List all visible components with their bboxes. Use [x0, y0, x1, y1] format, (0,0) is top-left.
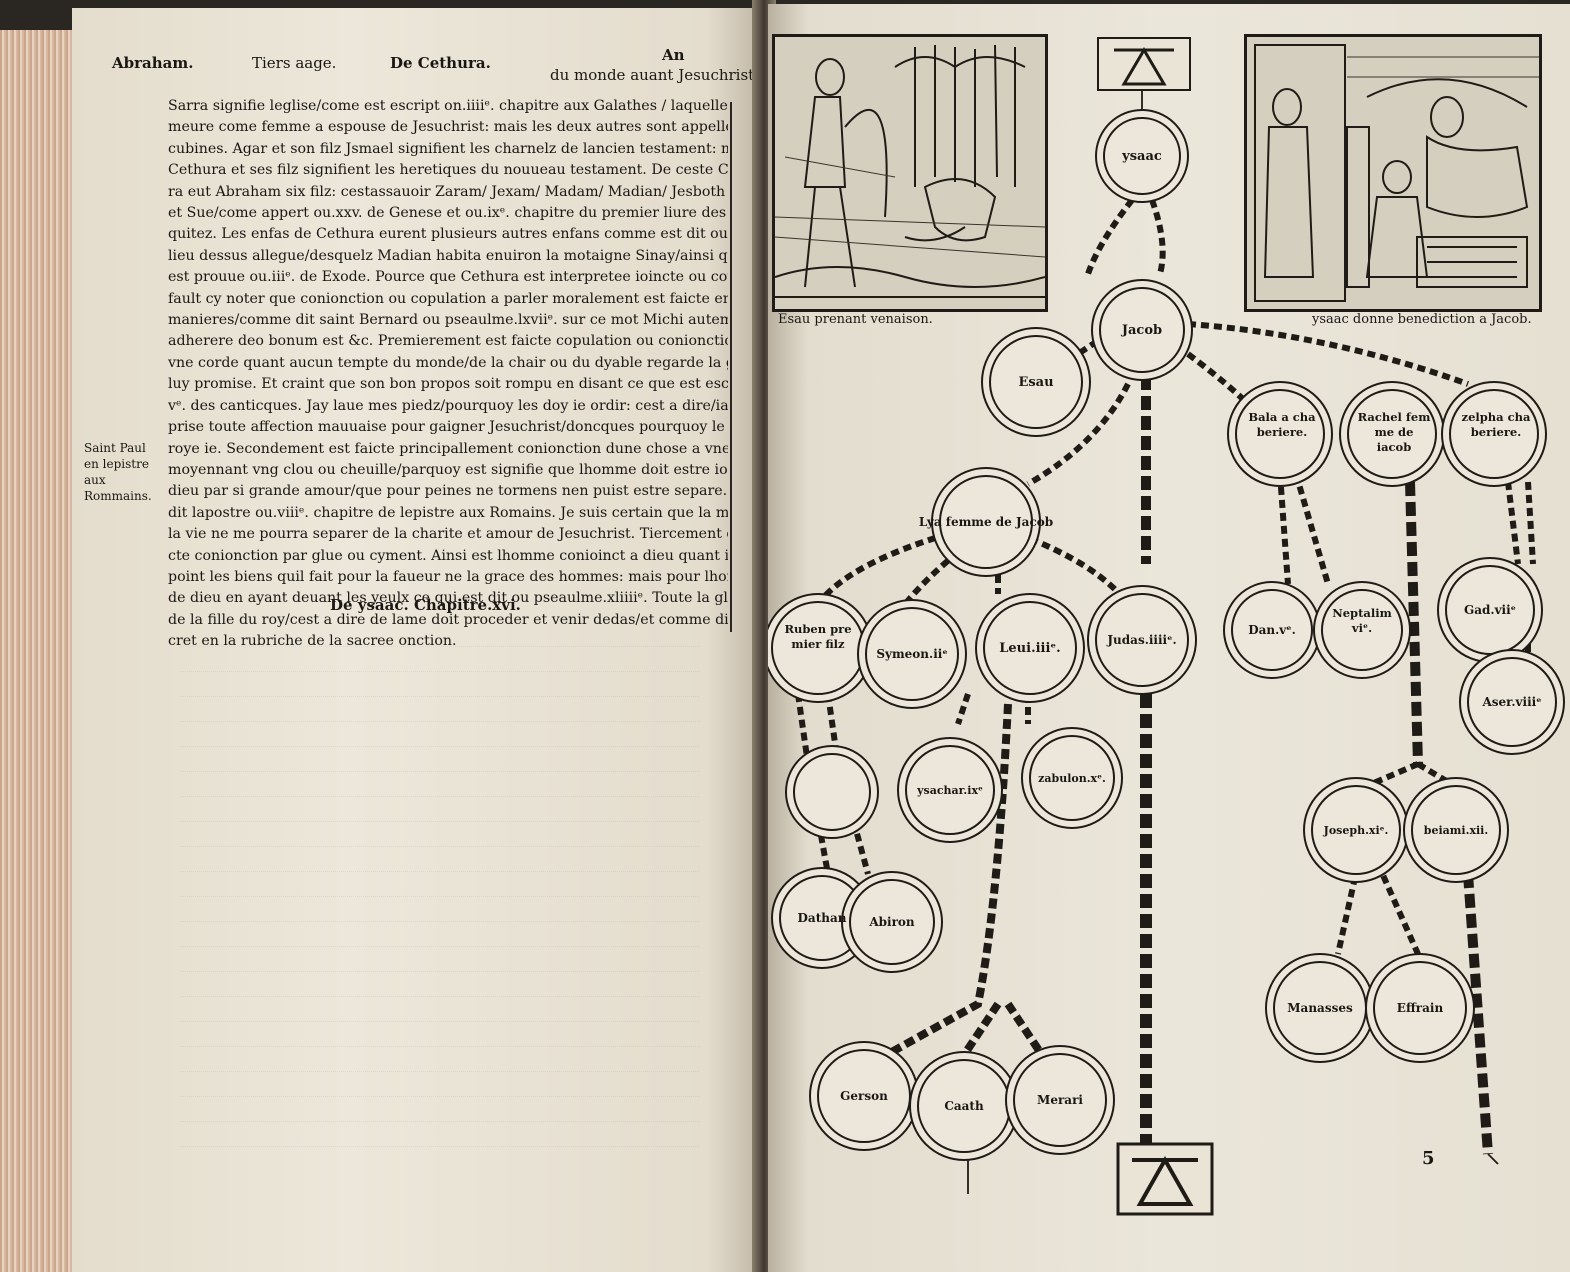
label-leui: Leui.iiiᵉ. — [999, 641, 1060, 656]
label-merari: Merari — [1037, 1093, 1083, 1107]
show-through-text — [180, 628, 700, 1148]
text-line: point les biens quil fait pour la faueur… — [168, 568, 728, 585]
text-line: vᵉ. des canticques. Jay laue mes piedz/p… — [168, 397, 728, 414]
text-line: est prouue ou.iiiᵉ. de Exode. Pource que… — [168, 269, 728, 286]
label-manasses: Manasses — [1287, 1001, 1353, 1015]
top-emblem — [1097, 37, 1191, 91]
text-line: prise toute affection mauuaise pour gaig… — [168, 419, 728, 436]
text-line: cubines. Agar et son filz Jsmael signifi… — [168, 140, 728, 157]
text-line: de dieu en ayant deuant les yeulx ce qui… — [168, 590, 728, 607]
label-bala: Bala a cha beriere. — [1248, 410, 1316, 439]
text-line: quitez. Les enfas de Cethura eurent plus… — [168, 226, 728, 243]
label-ruben: Ruben pre mier filz — [784, 622, 852, 651]
text-line: meure come femme a espouse de Jesuchrist… — [168, 119, 728, 136]
text-line: cret en la rubriche de la sacree onction… — [168, 633, 457, 650]
text-line: lieu dessus allegue/desquelz Madian habi… — [168, 247, 728, 264]
text-line: roye ie. Secondement est faicte principa… — [168, 440, 728, 457]
text-line: manieres/comme dit saint Bernard ou psea… — [168, 312, 728, 329]
label-judas: Judas.iiiiᵉ. — [1106, 633, 1176, 647]
label-neptalim: Neptalim viᵉ. — [1332, 606, 1392, 635]
label-rachel: Rachel fem me de iacob — [1357, 410, 1431, 454]
text-line: vne corde quant aucun tempte du monde/de… — [168, 354, 728, 371]
label-effrain: Effrain — [1397, 1001, 1444, 1015]
label-esau: Esau — [1018, 375, 1053, 390]
label-beniamin: beiami.xii. — [1424, 824, 1488, 837]
label-zabulon: zabulon.xᵉ. — [1038, 772, 1106, 785]
label-gerson: Gerson — [840, 1089, 888, 1103]
label-symeon: Symeon.iiᵉ — [876, 647, 947, 661]
margin-rule — [730, 102, 732, 632]
genealogy-tree: ysaac Jacob Esau Lya femme de Jacob Syme… — [768, 37, 1565, 1216]
running-head-cethura: De Cethura. — [390, 54, 491, 72]
text-line: moyennant vng clou ou cheuille/parquoy e… — [168, 461, 728, 478]
label-jacob: Jacob — [1121, 323, 1162, 338]
text-line: cte conionction par glue ou cyment. Ains… — [168, 547, 728, 564]
label-dan: Dan.vᵉ. — [1248, 623, 1296, 637]
page-edges — [0, 30, 80, 1272]
label-aser: Aser.viiiᵉ — [1481, 695, 1541, 709]
text-line: dit lapostre ou.viiiᵉ. chapitre de lepis… — [168, 504, 728, 521]
text-line: adherere deo bonum est &c. Premierement … — [168, 333, 728, 350]
text-line: luy promise. Et craint que son bon propo… — [168, 376, 728, 393]
label-ysachar: ysachar.ixᵉ — [916, 784, 983, 797]
chapter-heading: De ysaac. Chapitre.xvi. — [330, 596, 521, 614]
running-head-year-text: du monde auant Jesuchrist — [550, 66, 755, 84]
margin-note: Saint Paul en lepistre aux Rommains. — [84, 441, 152, 503]
bottom-emblem — [1116, 1142, 1214, 1216]
text-line: dieu par si grande amour/que pour peines… — [168, 483, 728, 500]
body-text: Sarra signifie leglise/come est escript … — [168, 96, 728, 653]
label-joseph: Joseph.xiᵉ. — [1323, 824, 1389, 837]
text-line: et Sue/come appert ou.xxv. de Genese et … — [168, 205, 728, 222]
text-line: de la fille du roy/cest a dire de lame d… — [168, 611, 728, 628]
label-gad: Gad.viiᵉ — [1464, 603, 1516, 617]
caption-left: Esau prenant venaison. — [778, 312, 933, 327]
label-abiron: Abiron — [868, 915, 915, 929]
text-line: Sarra signifie leglise/come est escript … — [168, 98, 728, 114]
left-page: Abraham. Tiers aage. De Cethura. An du m… — [72, 8, 762, 1272]
label-ysaac: ysaac — [1121, 149, 1162, 164]
label-lya: Lya femme de Jacob — [919, 515, 1053, 529]
caption-right: ysaac donne benediction a Jacob. — [1312, 312, 1532, 327]
label-dathan: Dathan — [798, 911, 847, 925]
woodcut-esau-hunting — [772, 34, 1048, 312]
text-line: ra eut Abraham six filz: cestassauoir Za… — [168, 183, 726, 200]
running-head-left: Abraham. — [112, 54, 194, 72]
text-line: la vie ne me pourra separer de la charit… — [168, 526, 728, 543]
running-head-year: An — [662, 46, 685, 64]
text-line: fault cy noter que conionction ou copula… — [168, 290, 728, 307]
page-number: 5 — [1422, 1148, 1435, 1169]
running-head-age: Tiers aage. — [252, 54, 337, 72]
woodcut-isaac-blessing — [1244, 34, 1542, 312]
text-line: Cethura et ses filz signifient les heret… — [168, 162, 728, 179]
label-caath: Caath — [944, 1099, 984, 1113]
label-zelpha: zelpha cha beriere. — [1461, 410, 1531, 439]
